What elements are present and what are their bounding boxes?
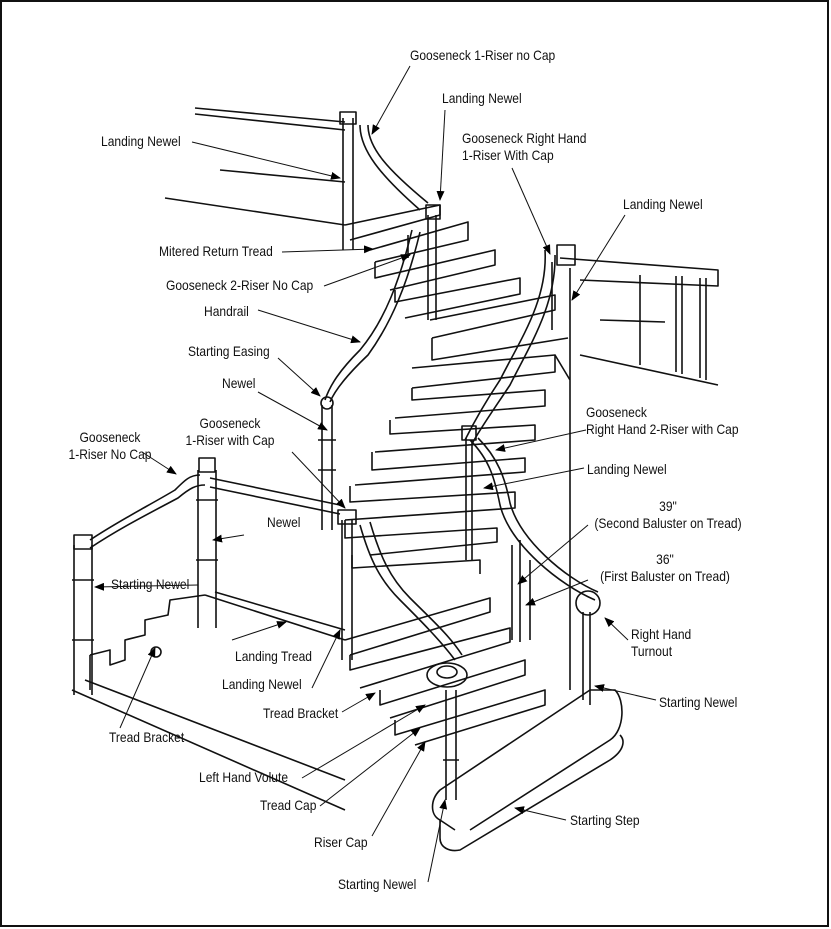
label-gooseneck-right-hand-2-riser-with-cap: Gooseneck Right Hand 2-Riser with Cap <box>586 404 739 437</box>
left-hand-volute <box>426 662 468 688</box>
gooseneck-right-newel-cap <box>461 425 477 441</box>
staircase-illustration <box>71 107 719 852</box>
center-handrail-upper <box>324 124 429 403</box>
label-landing-newel-top-center: Landing Newel <box>442 90 522 106</box>
mid-landing-newel-cap <box>425 204 441 220</box>
label-starting-step: Starting Step <box>570 812 640 828</box>
lower-landing-newel <box>341 520 353 660</box>
lower-left-stairs <box>71 591 346 811</box>
main-flight-stairs <box>344 354 556 574</box>
label-left-hand-volute: Left Hand Volute <box>199 769 289 785</box>
left-gooseneck-newel-cap <box>198 457 216 473</box>
label-tread-bracket-left: Tread Bracket <box>109 729 185 745</box>
right-landing-platform <box>559 257 719 386</box>
label-riser-cap: Riser Cap <box>314 834 368 850</box>
upper-newel-posts <box>342 118 437 320</box>
label-landing-newel-top-right: Landing Newel <box>623 196 703 212</box>
label-newel-lower: Newel <box>267 514 301 530</box>
left-starting-newel-cap <box>73 534 93 550</box>
label-starting-easing: Starting Easing <box>188 343 270 359</box>
label-newel-upper: Newel <box>222 375 256 391</box>
label-landing-newel-top-left: Landing Newel <box>101 133 181 149</box>
label-tread-bracket-center: Tread Bracket <box>263 705 339 721</box>
left-starting-newel <box>72 545 94 695</box>
label-first-baluster-on-tread: 36" (First Baluster on Tread) <box>600 551 730 584</box>
label-gooseneck-1-riser-no-cap-top: Gooseneck 1-Riser no Cap <box>410 47 556 63</box>
starting-easing-cap <box>320 396 334 410</box>
tread-bracket-scroll <box>150 646 162 658</box>
lower-landing-newel-cap <box>337 509 357 525</box>
label-second-baluster-on-tread: 39" (Second Baluster on Tread) <box>594 498 742 531</box>
label-starting-newel-bottom: Starting Newel <box>338 876 417 892</box>
landing-newel-right-cap <box>556 244 576 266</box>
label-right-hand-turnout: Right Hand Turnout <box>631 626 692 659</box>
right-handrail <box>464 249 599 601</box>
label-landing-newel-right-mid: Landing Newel <box>587 461 667 477</box>
left-lower-handrail <box>89 474 341 549</box>
label-gooseneck-2-riser-no-cap: Gooseneck 2-Riser No Cap <box>166 277 314 293</box>
label-handrail: Handrail <box>204 303 249 319</box>
volute-inner <box>436 665 458 679</box>
label-starting-newel-right: Starting Newel <box>659 694 738 710</box>
starting-step <box>431 689 624 852</box>
leader-arrows <box>94 65 657 883</box>
label-tread-cap: Tread Cap <box>260 797 317 813</box>
right-handrail-posts <box>465 262 591 705</box>
right-turnout-cap <box>575 590 601 616</box>
label-landing-tread: Landing Tread <box>235 648 312 664</box>
label-landing-newel-lower: Landing Newel <box>222 676 302 692</box>
label-gooseneck-right-hand-1-riser-with-cap: Gooseneck Right Hand 1-Riser With Cap <box>462 130 587 163</box>
upper-flight-stairs <box>369 221 569 361</box>
right-landing-balusters <box>639 275 707 380</box>
label-gooseneck-1-riser-with-cap: Gooseneck 1-Riser with Cap <box>185 415 275 448</box>
label-starting-newel-left: Starting Newel <box>111 576 190 592</box>
label-mitered-return-tread: Mitered Return Tread <box>159 243 273 259</box>
upper-newel <box>318 405 336 530</box>
starting-newel-bottom <box>443 690 459 800</box>
left-gooseneck-newel <box>196 470 218 628</box>
right-stringer <box>554 354 571 690</box>
label-gooseneck-1-riser-no-cap-left: Gooseneck 1-Riser No Cap <box>68 429 152 462</box>
upper-landing-newel-cap <box>339 111 357 125</box>
upper-landing-rail <box>164 107 346 226</box>
lower-handrail <box>359 521 463 661</box>
lower-flight-stairs <box>344 597 546 746</box>
